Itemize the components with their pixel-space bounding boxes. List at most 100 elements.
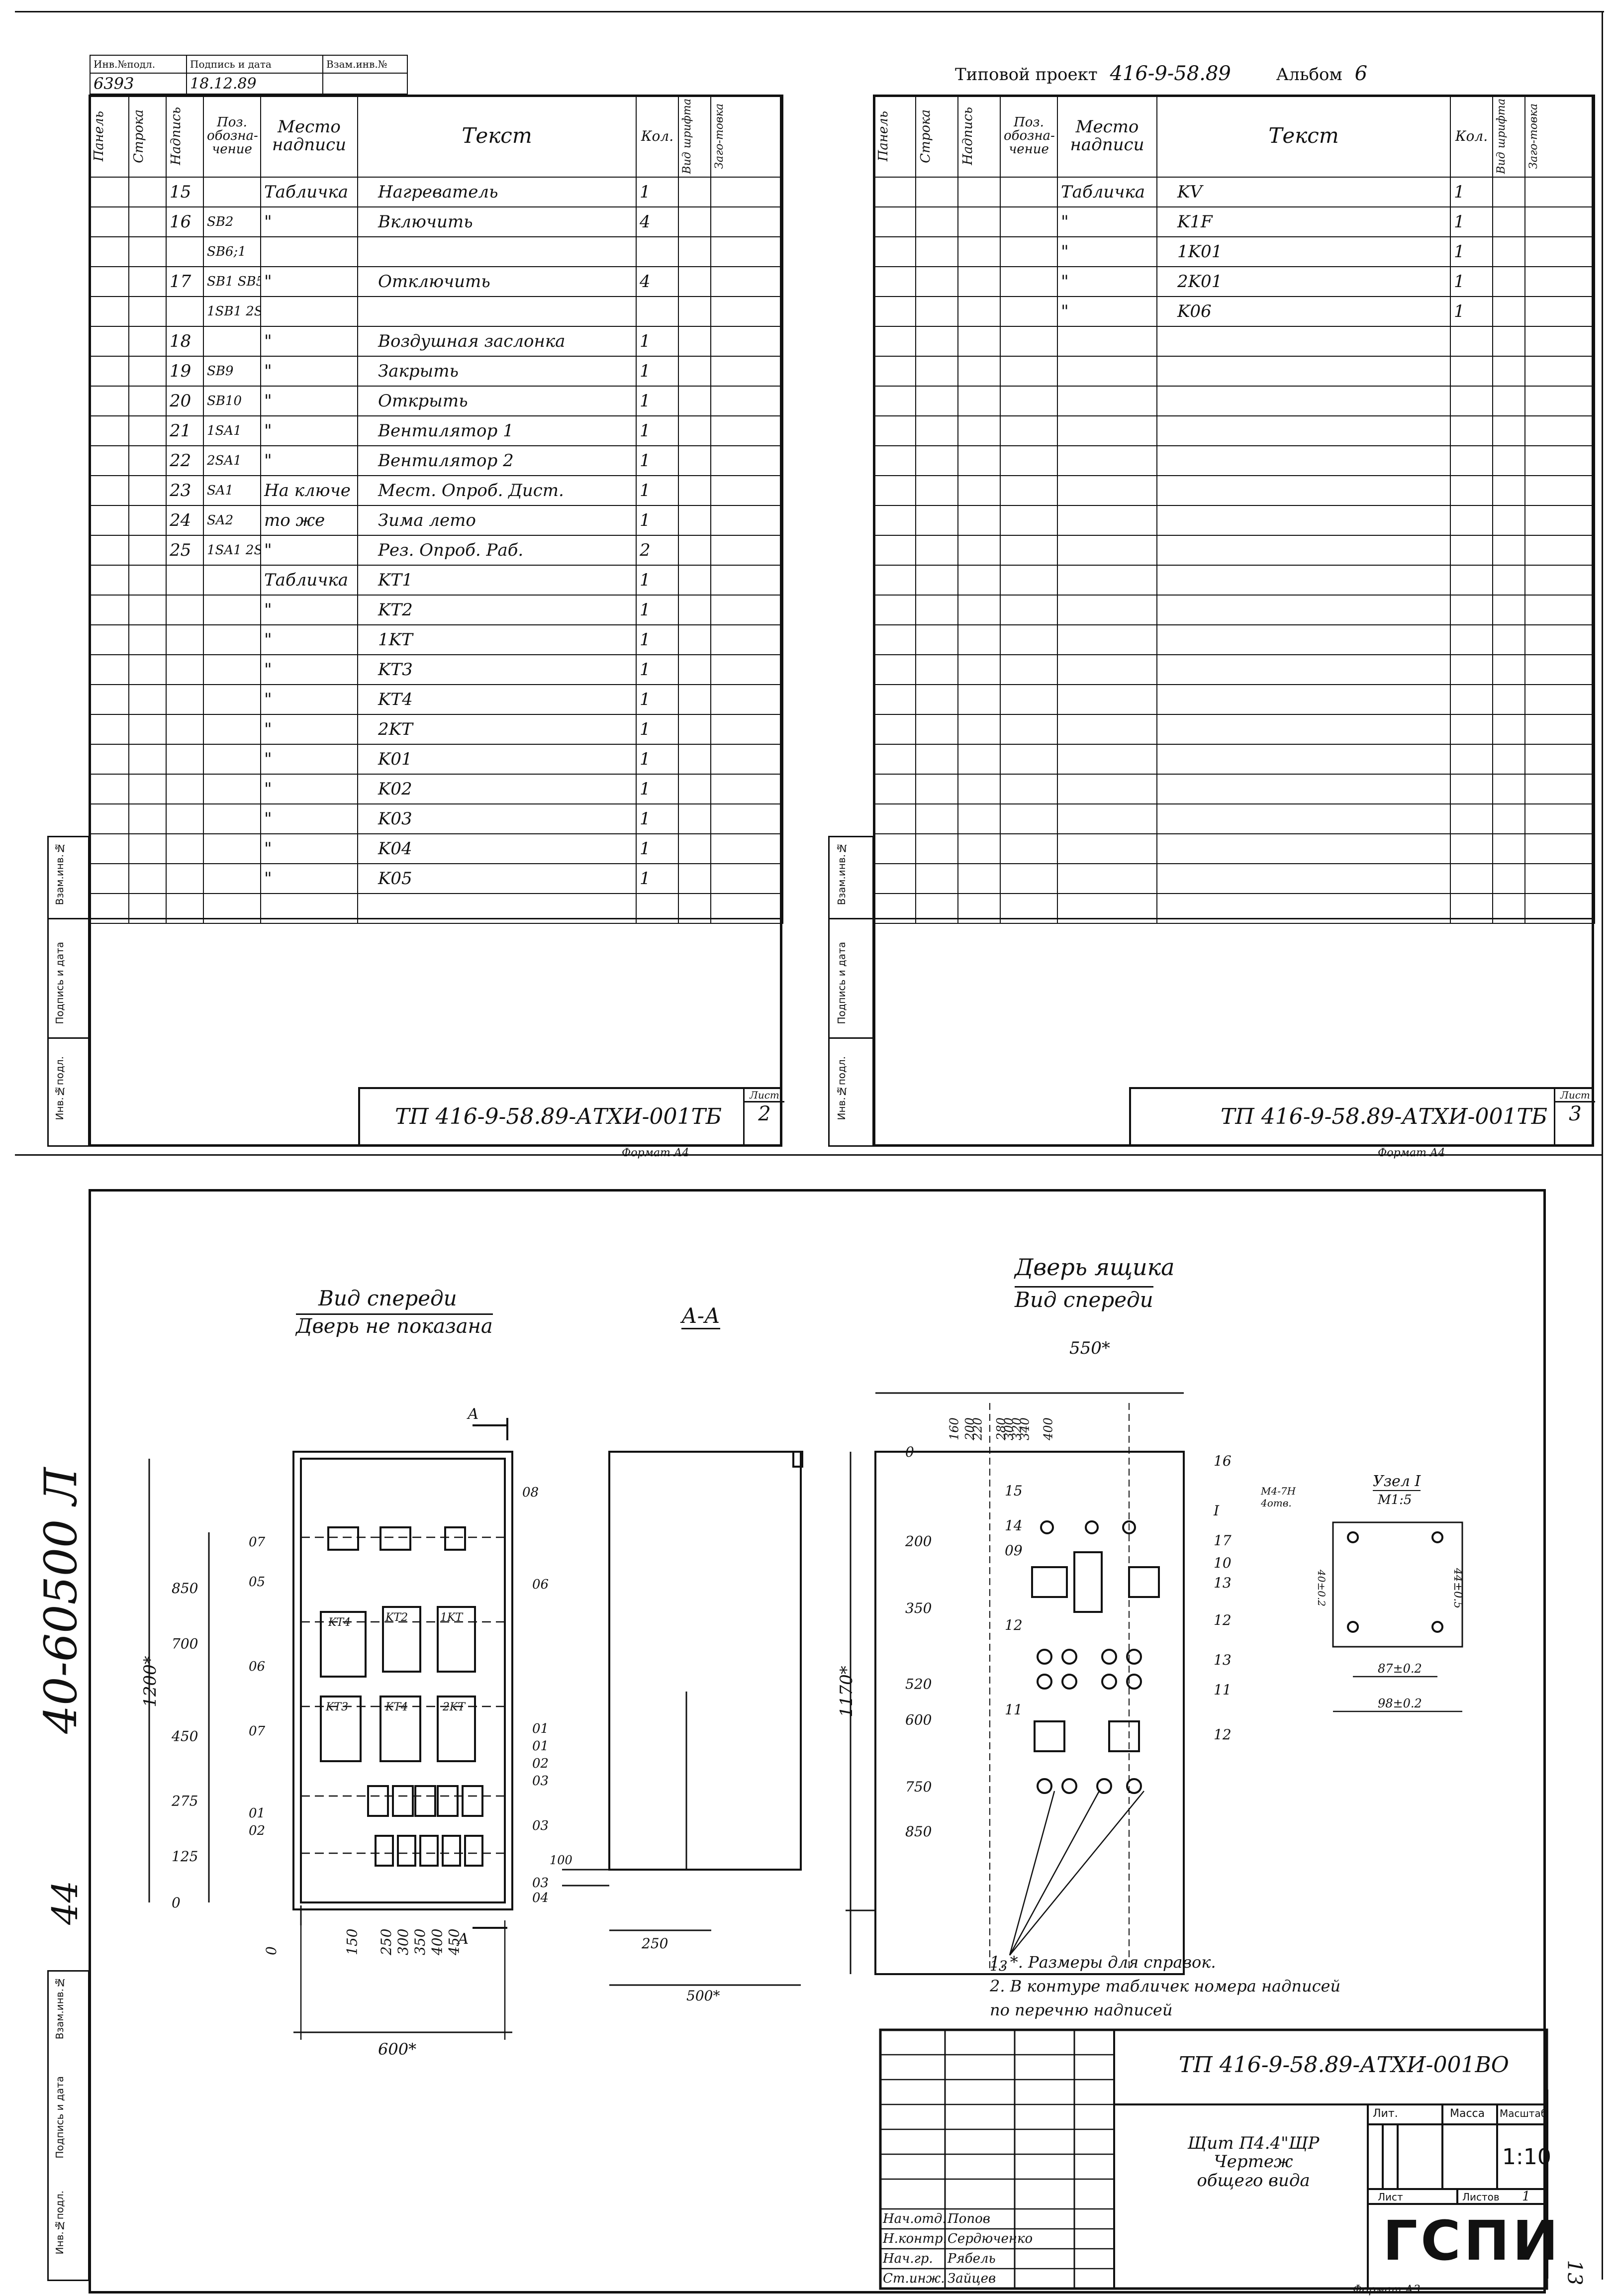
front-vtick: 0 [172, 1895, 181, 1911]
cell-row [128, 236, 167, 267]
cell-text: Нагреватель [357, 177, 637, 207]
cell-place: " [260, 206, 358, 237]
drawing-format: Формат А3 [1353, 2284, 1421, 2296]
cell-pos: 2SA1 [203, 445, 261, 476]
front-htick: 400 [429, 1929, 445, 1956]
callout: 11 [1214, 1682, 1232, 1698]
tb-person-name: Попов [948, 2211, 990, 2226]
cell-blank [710, 565, 783, 596]
front-htick: 350 [412, 1929, 428, 1955]
door-htick: 200 [963, 1417, 977, 1441]
hdr-place: Место надписи [260, 95, 358, 178]
tb-person-name: Зайцев [948, 2271, 996, 2286]
cell-font [678, 356, 711, 387]
cell-row [128, 595, 167, 625]
cell-qty: 1 [636, 654, 679, 685]
door-htick: 300 [1002, 1417, 1016, 1440]
cell-blank [710, 206, 783, 237]
door-vtick: 200 [905, 1533, 932, 1549]
table-row [873, 415, 1595, 446]
table-row: 1SB1 2SB1 [89, 296, 783, 327]
cell-place: то же [260, 505, 358, 536]
note-1: 1. *. Размеры для справок. [990, 1953, 1216, 1972]
cell-font [678, 266, 711, 297]
cell-row [128, 505, 167, 536]
node-dim-v2: 44±0.5 [1451, 1568, 1464, 1609]
cell-panel [89, 415, 129, 446]
cell-blank [710, 177, 783, 207]
cell-qty: 1 [636, 326, 679, 357]
cell-place [260, 296, 358, 327]
cell-text: Зима лето [357, 505, 637, 536]
callout: 15 [1005, 1483, 1023, 1499]
front-subtitle: Дверь не показана [296, 1313, 493, 1338]
page-right-border [1602, 11, 1603, 2280]
cell-panel [89, 326, 129, 357]
cell-panel [89, 565, 129, 596]
cell-qty: 1 [636, 774, 679, 804]
cell-qty: 1 [636, 684, 679, 715]
cell-qty: 1 [636, 624, 679, 655]
cell-num [166, 833, 204, 864]
cell-blank [710, 714, 783, 745]
cell-font [678, 803, 711, 834]
cell-row [128, 774, 167, 804]
section-marker-top: А [468, 1405, 479, 1423]
cell-blank [710, 266, 783, 297]
table-row [873, 774, 1595, 804]
table-row [873, 595, 1595, 625]
cell-place: " [260, 774, 358, 804]
cell-pos: SB9 [203, 356, 261, 387]
sheet-2-code-block: ТП 416-9-58.89-АТХИ-001ТБ Лист 2 [358, 1087, 784, 1147]
cell-row [128, 206, 167, 237]
cell-row [128, 386, 167, 416]
cell-num [166, 744, 204, 775]
cell-blank [710, 624, 783, 655]
cell-pos [203, 714, 261, 745]
callout: 02 [249, 1823, 266, 1838]
cell-place: " [260, 744, 358, 775]
cell-pos [203, 624, 261, 655]
cell-qty [636, 296, 679, 327]
relay-label: 2KT [442, 1701, 466, 1713]
cell-qty: 2 [636, 535, 679, 566]
relay-label: KT3 [325, 1701, 348, 1713]
cell-qty: 1 [636, 445, 679, 476]
front-htick: 0 [263, 1946, 280, 1955]
cell-num: 25 [166, 535, 204, 566]
table-row [873, 326, 1595, 357]
sheet-2-table: Панель Строка Надпись Поз. обозна-чение … [89, 95, 783, 924]
cell-panel [89, 833, 129, 864]
door-height-dim: 1170* [836, 1666, 856, 1717]
tb-person-name: Сердюченко [948, 2231, 1033, 2246]
table-row [873, 714, 1595, 745]
cell-font [678, 326, 711, 357]
callout: 13 [990, 1958, 1008, 1974]
cell-num: 18 [166, 326, 204, 357]
cell-blank [710, 356, 783, 387]
project-value: 416-9-58.89 [1110, 62, 1231, 85]
tb-mass-label: Масса [1450, 2107, 1485, 2120]
node-dim-v1: 40±0.2 [1316, 1569, 1328, 1607]
cell-pos [203, 774, 261, 804]
cell-panel [89, 177, 129, 207]
table-row [873, 654, 1595, 685]
cell-text: Включить [357, 206, 637, 237]
cell-text: Отключить [357, 266, 637, 297]
cell-blank [710, 654, 783, 685]
tb-person-role: Ст.инж. [883, 2271, 945, 2286]
cell-qty: 1 [636, 177, 679, 207]
tb-name-3: общего вида [1197, 2170, 1310, 2191]
sheet-3-code: ТП 416-9-58.89-АТХИ-001ТБ [1221, 1104, 1548, 1129]
cell-text: Открыть [357, 386, 637, 416]
inv-label: Инв.№подл. [90, 55, 187, 74]
cell-num: 17 [166, 266, 204, 297]
cell-font [678, 774, 711, 804]
cell-pos [203, 863, 261, 894]
